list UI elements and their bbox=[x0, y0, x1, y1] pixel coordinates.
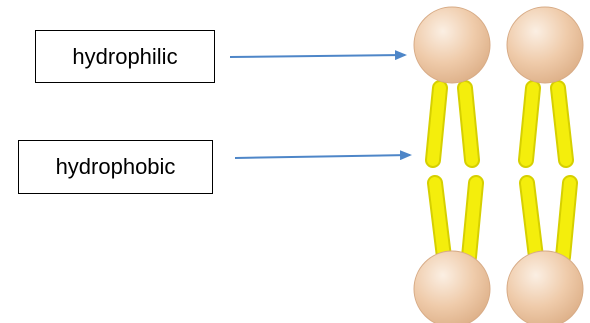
head-upper-2 bbox=[507, 7, 583, 83]
head-lower-2 bbox=[507, 251, 583, 323]
hydrophilic-arrow bbox=[230, 55, 405, 57]
head-lower-1 bbox=[414, 251, 490, 323]
upper-tails bbox=[433, 88, 566, 160]
hydrophobic-arrow bbox=[235, 155, 410, 158]
head-upper-1 bbox=[414, 7, 490, 83]
lower-tails bbox=[435, 183, 570, 257]
